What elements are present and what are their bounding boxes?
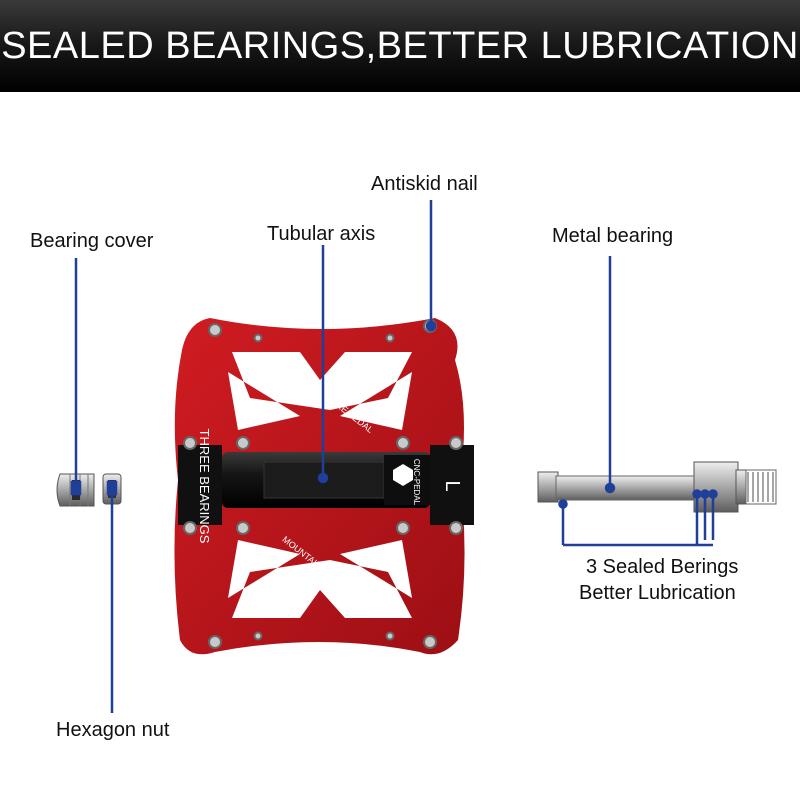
brand-text: CNC-PEDAL <box>412 459 421 506</box>
label-sealed-bearings-line1: 3 Sealed Berings <box>586 556 739 578</box>
leader-dot <box>700 489 710 499</box>
leader-dot <box>106 480 118 496</box>
label-bearing-cover: Bearing cover <box>30 230 154 252</box>
leader-dot <box>708 489 718 499</box>
side-mark-plate <box>430 445 474 525</box>
nail <box>449 436 463 450</box>
nail <box>208 635 222 649</box>
banner-title: SEALED BEARINGS,BETTER LUBRICATION <box>1 25 799 67</box>
nail <box>183 521 197 535</box>
nail <box>396 436 410 450</box>
label-hexagon-nut: Hexagon nut <box>56 719 170 741</box>
leader-dot <box>70 480 82 496</box>
nail <box>253 333 263 343</box>
leader-dot <box>317 472 329 484</box>
label-tubular-axis: Tubular axis <box>267 223 376 245</box>
nail <box>385 631 395 641</box>
three-bearings-text: THREE BEARINGS <box>197 429 212 544</box>
label-antiskid-nail: Antiskid nail <box>371 173 478 195</box>
nail <box>236 436 250 450</box>
nail <box>253 631 263 641</box>
label-metal-bearing: Metal bearing <box>552 225 674 247</box>
leader-dot <box>425 320 437 332</box>
antiskid-nails <box>183 319 463 649</box>
leader-dot <box>692 489 702 499</box>
leader-dot <box>604 482 616 494</box>
nail <box>449 521 463 535</box>
spindle-part <box>537 461 777 513</box>
title-banner: SEALED BEARINGS,BETTER LUBRICATION <box>0 0 800 92</box>
three-bearings-plate <box>178 445 222 525</box>
side-mark-text: L <box>441 480 463 491</box>
nail <box>385 333 395 343</box>
brand-logo-icon <box>393 464 413 486</box>
leader-lines <box>70 200 718 713</box>
leader-dot <box>558 499 568 509</box>
nail <box>208 323 222 337</box>
nail <box>423 635 437 649</box>
nail <box>236 521 250 535</box>
label-sealed-bearings-line2: Better Lubrication <box>579 582 736 604</box>
nail <box>183 436 197 450</box>
nail <box>396 521 410 535</box>
